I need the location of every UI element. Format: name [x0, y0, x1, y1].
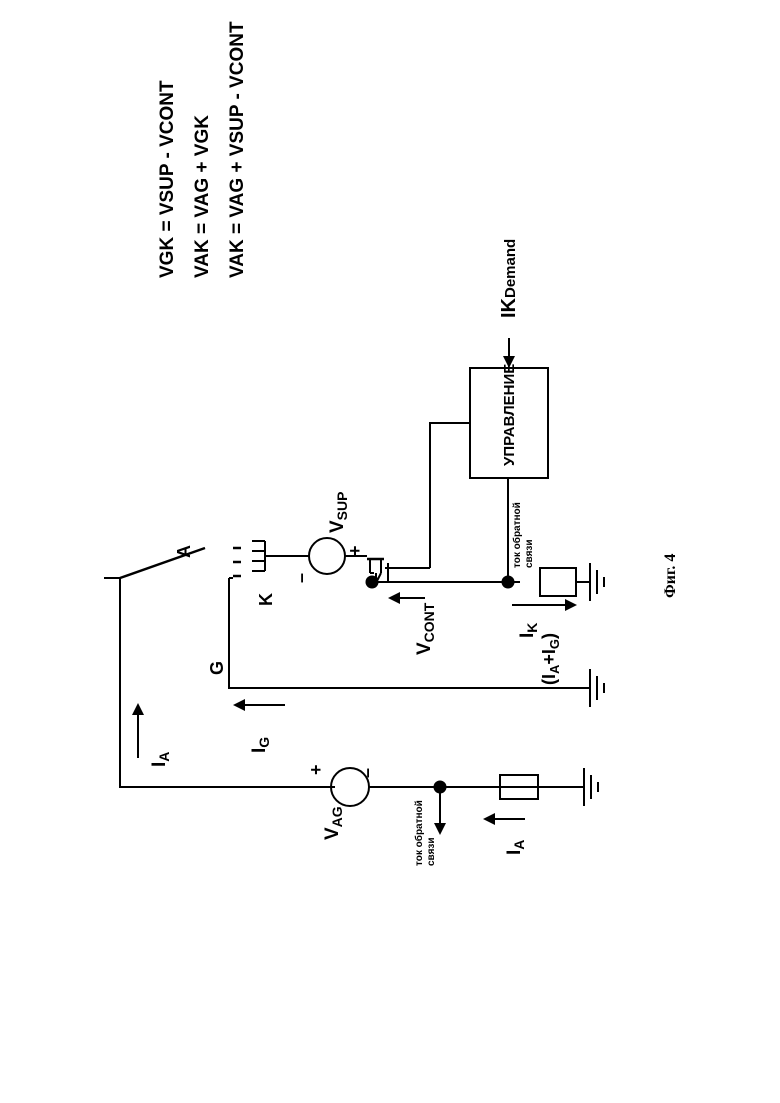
ia-resistor-arrow — [483, 813, 525, 825]
vcont-arrow — [388, 592, 425, 604]
vsup-source — [280, 538, 367, 574]
anode-feedback-line1: ток обратной — [413, 800, 425, 866]
ia-arrow — [132, 703, 144, 758]
vsup-minus: – — [291, 573, 311, 583]
vag-plus: + — [306, 764, 326, 775]
terminal-g-label: G — [207, 661, 227, 675]
ia-label-bottom: IA — [504, 840, 527, 855]
equation-vak-1: VAK = VAG + VGK — [192, 115, 213, 278]
terminal-k-label: K — [256, 593, 276, 606]
cathode-comb — [252, 541, 280, 571]
vag-label: VAG — [322, 806, 345, 840]
cathode-resistor — [540, 568, 576, 596]
ground-gate — [590, 669, 604, 707]
control-box-label: УПРАВЛЕНИЕ — [501, 364, 518, 466]
cathode-feedback-line2: связи — [524, 539, 535, 568]
vcont-label: VCONT — [414, 602, 437, 655]
vsup-circle — [309, 538, 345, 574]
wire-transistor-control — [430, 423, 470, 553]
ia-arrow-head — [132, 703, 144, 715]
ik-demand-label: IKDemand — [498, 239, 520, 318]
equation-vak-2: VAK = VAG + VSUP - VCONT — [227, 21, 248, 278]
anode-feedback-arrow — [434, 787, 446, 835]
vsup-plus: + — [345, 545, 365, 556]
thyristor-dashes — [233, 548, 241, 576]
ia-label-top: IA — [149, 752, 172, 767]
terminal-a-label: A — [174, 545, 194, 558]
ik-arrow — [512, 599, 577, 611]
ig-label: IG — [249, 737, 272, 753]
vsup-label: VSUP — [327, 492, 350, 533]
ground-anode — [543, 768, 598, 806]
ia-plus-ig-label: (IA+IG) — [539, 633, 562, 685]
wire-anode-left — [120, 578, 335, 787]
ik-label: IK — [517, 623, 540, 638]
cathode-feedback-line1: ток обратной — [511, 502, 523, 568]
figure-caption: Фиг. 4 — [662, 554, 679, 598]
equation-vgk: VGK = VSUP - VCONT — [157, 80, 178, 278]
anode-feedback-line2: связи — [426, 837, 437, 866]
ig-arrow — [233, 699, 285, 711]
ground-cathode — [590, 563, 604, 601]
vag-minus: – — [357, 768, 377, 778]
